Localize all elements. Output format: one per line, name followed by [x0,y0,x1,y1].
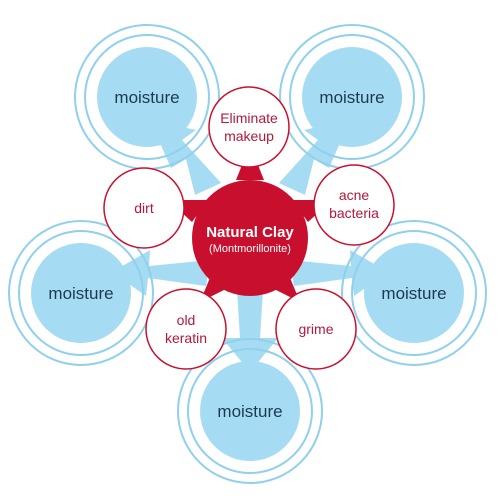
arrow-bottom [222,290,278,372]
impurity-label-line1: acne [339,187,370,203]
impurity-label-line2: keratin [165,330,207,346]
impurity-node-lower-left: old keratin [145,288,227,370]
moisture-node-bottom: moisture [177,338,323,484]
center-title: Natural Clay [206,224,294,241]
arrow-right [290,250,388,296]
moisture-node-right: moisture [341,220,487,366]
impurity-label-line1: old [177,312,196,328]
moisture-node-left: moisture [8,220,154,366]
impurity-label-line1: Eliminate [220,110,278,126]
moisture-node-top-left: moisture [74,24,220,170]
center-clay: Natural Clay (Montmorillonite) [192,180,308,296]
impurity-node-top: Eliminate makeup [208,86,290,168]
spike-lower-left [200,268,232,302]
impurity-label-line2: makeup [224,128,274,144]
moisture-label: moisture [381,284,446,303]
impurity-node-upper-left: dirt [103,167,185,249]
spike-lower-right [268,268,300,302]
impurity-label: dirt [134,200,154,216]
center-subtitle: (Montmorillonite) [209,243,291,255]
impurity-label-line2: bacteria [329,205,379,221]
impurity-node-upper-right: acne bacteria [313,164,395,246]
arrow-left [112,250,210,296]
moisture-node-top-right: moisture [279,24,425,170]
moisture-label: moisture [114,88,179,107]
moisture-label: moisture [217,402,282,421]
moisture-label: moisture [48,284,113,303]
impurity-label: grime [298,321,333,337]
moisture-label: moisture [319,88,384,107]
impurity-node-lower-right: grime [275,288,357,370]
